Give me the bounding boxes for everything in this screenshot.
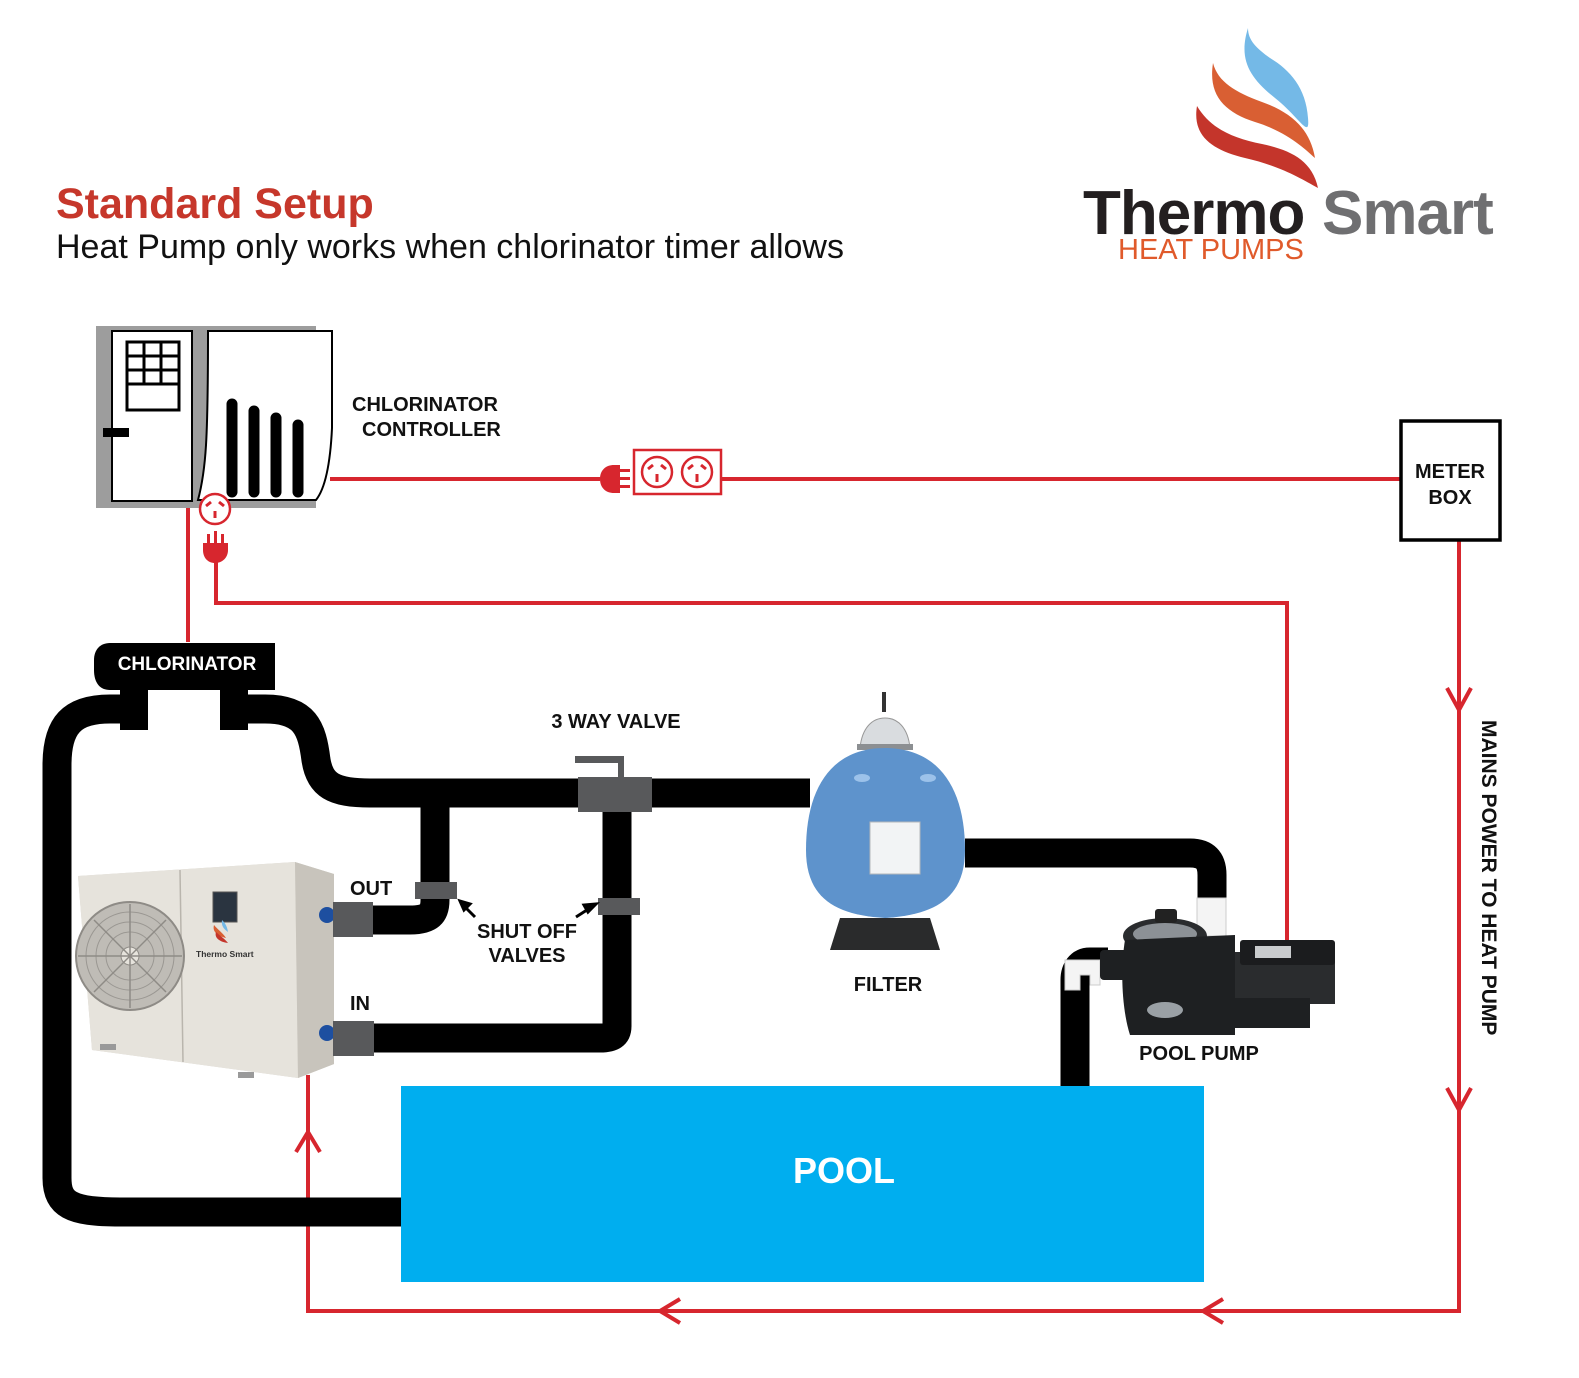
unit-brand-text: Thermo Smart xyxy=(196,949,254,959)
label-in: IN xyxy=(350,993,370,1015)
heat-pump-unit: Thermo Smart xyxy=(75,862,335,1078)
arrow-down-icon xyxy=(1445,1087,1473,1115)
logo-flame-icon xyxy=(1196,28,1318,188)
diagram-subtitle: Heat Pump only works when chlorinator ti… xyxy=(56,228,844,266)
logo-word-thermo: Thermo xyxy=(1083,179,1305,248)
heat-pump-out-fitting xyxy=(333,902,373,937)
sand-filter xyxy=(806,692,965,950)
shut-off-valve-out[interactable] xyxy=(415,882,457,899)
unit-logo-icon xyxy=(213,920,228,943)
pipe-return-to-pool xyxy=(42,694,402,1227)
chlorinator xyxy=(94,643,275,690)
label-three-way-valve: 3 WAY VALVE xyxy=(551,711,680,733)
logo-word-smart: Smart xyxy=(1322,179,1494,248)
diagram-title: Standard Setup xyxy=(56,180,374,228)
pool xyxy=(401,1086,1204,1282)
controller-bars-icon xyxy=(226,398,304,498)
label-shut-off-line1: SHUT OFF xyxy=(477,921,577,943)
logo-tagline: HEAT PUMPS xyxy=(1118,234,1304,266)
label-filter: FILTER xyxy=(854,974,923,996)
pipe-filter-to-pump xyxy=(965,838,1227,900)
power-plug-icon xyxy=(596,465,630,493)
arrow-up-icon xyxy=(294,1128,322,1154)
meter-box xyxy=(1399,419,1502,542)
mains-arrows xyxy=(294,687,1473,1325)
label-controller-line1: CHLORINATOR xyxy=(352,394,498,416)
keypad-icon xyxy=(125,340,181,412)
pool-pump xyxy=(1064,897,1335,1035)
label-pool-pump: POOL PUMP xyxy=(1139,1043,1259,1065)
arrow-left-icon xyxy=(1199,1297,1225,1325)
label-shut-off-line2: VALVES xyxy=(488,945,565,967)
wire-to-pool-pump xyxy=(214,560,1289,948)
label-meter-line1: METER xyxy=(1415,461,1486,483)
power-board xyxy=(596,448,723,496)
pipework xyxy=(42,694,1227,1227)
connector-in-icon xyxy=(319,1025,335,1041)
label-controller-line2: CONTROLLER xyxy=(362,419,501,441)
label-mains-power: MAINS POWER TO HEAT PUMP xyxy=(1477,720,1500,1035)
fan-icon xyxy=(75,901,185,1011)
pipe-heat-pump-out xyxy=(372,793,450,935)
label-pool: POOL xyxy=(793,1150,895,1191)
connector-out-icon xyxy=(319,907,335,923)
pipe-heat-pump-in xyxy=(374,810,632,1053)
chlorinator-controller xyxy=(96,326,333,563)
arrow-left-icon xyxy=(656,1297,682,1325)
three-way-valve xyxy=(575,756,652,812)
door-handle-icon xyxy=(103,428,129,437)
arrow-down-icon xyxy=(1445,687,1473,715)
wire-mains-to-heat-pump xyxy=(306,541,1461,1313)
display-panel-icon xyxy=(212,891,238,923)
label-meter-line2: BOX xyxy=(1428,487,1472,509)
pipe-main-line xyxy=(235,694,810,808)
shut-off-valve-in[interactable] xyxy=(598,898,640,915)
power-outlet-icon xyxy=(680,455,714,489)
heat-pump-in-fitting xyxy=(333,1021,374,1056)
power-outlet-icon xyxy=(198,492,232,526)
chlorinator-stub-right xyxy=(220,688,248,730)
label-chlorinator: CHLORINATOR xyxy=(118,654,257,675)
power-outlet-icon xyxy=(640,455,674,489)
power-wiring xyxy=(186,477,1461,1313)
chlorinator-stub-left xyxy=(120,688,148,730)
label-out: OUT xyxy=(350,878,392,900)
power-plug-icon xyxy=(203,531,228,563)
shut-off-arrows xyxy=(457,898,600,919)
